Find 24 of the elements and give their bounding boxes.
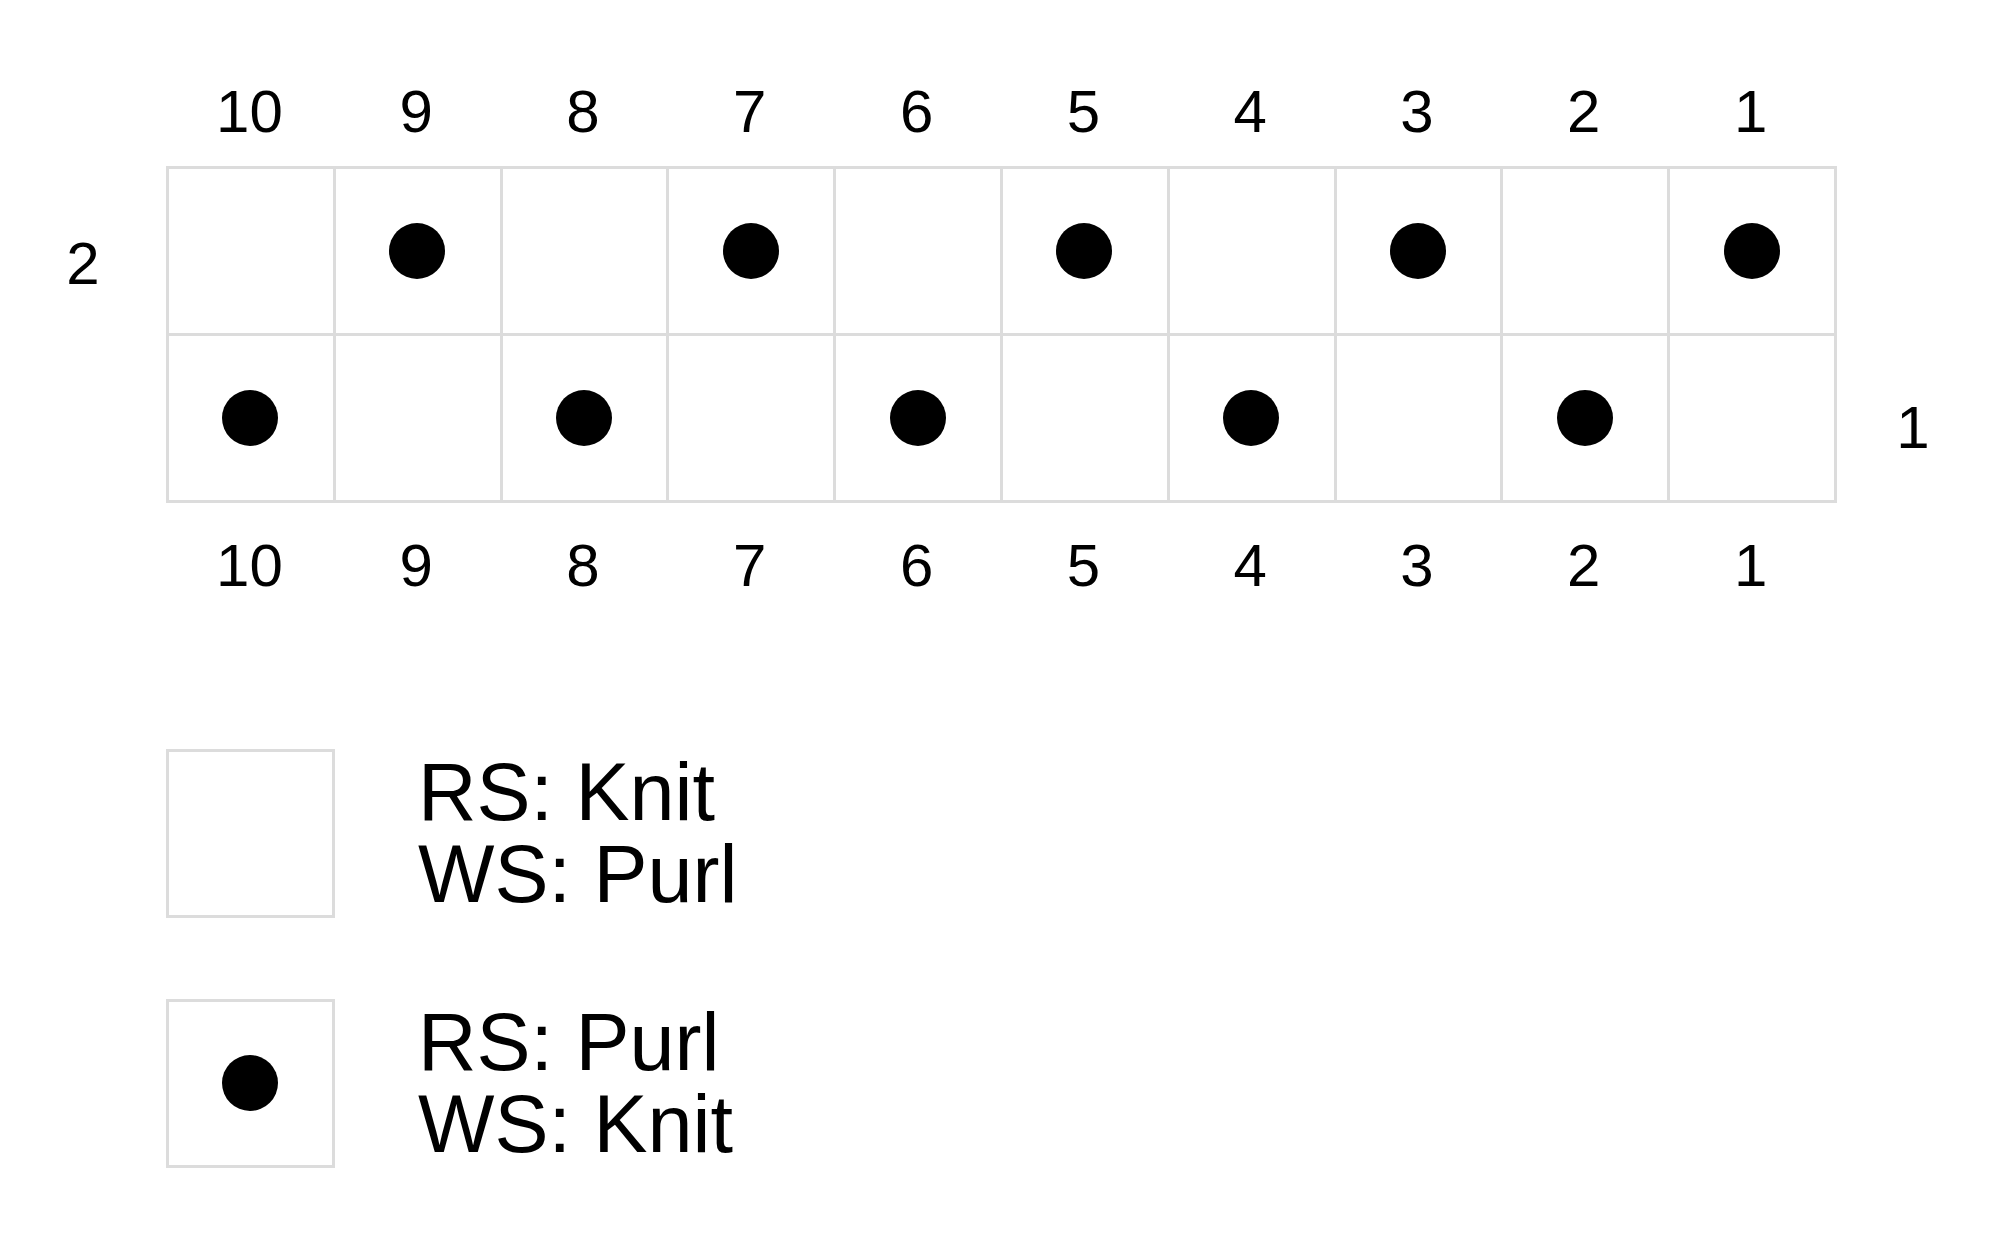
column-number: 5 [1066, 536, 1101, 596]
column-number: 6 [899, 82, 934, 142]
column-number: 3 [1400, 82, 1434, 142]
column-number: 8 [566, 82, 600, 142]
column-number: 1 [1733, 82, 1768, 142]
row-number: 2 [66, 234, 100, 294]
column-number: 7 [733, 536, 767, 596]
column-number: 9 [399, 82, 433, 142]
column-number: 4 [1233, 536, 1267, 596]
legend-text: RS: Knit WS: Purl [418, 751, 739, 915]
row-number: 1 [1896, 398, 1930, 458]
column-number: 4 [1233, 82, 1267, 142]
column-number: 7 [733, 82, 767, 142]
column-number: 2 [1567, 82, 1601, 142]
column-number: 10 [216, 82, 283, 142]
column-number: 9 [399, 536, 433, 596]
column-number: 8 [566, 536, 600, 596]
column-number: 6 [899, 536, 934, 596]
column-number: 1 [1733, 536, 1768, 596]
column-number: 10 [216, 536, 283, 596]
column-number: 5 [1066, 82, 1101, 142]
column-number: 2 [1567, 536, 1601, 596]
column-number: 3 [1400, 536, 1434, 596]
legend-text: RS: Purl WS: Knit [418, 1001, 735, 1165]
